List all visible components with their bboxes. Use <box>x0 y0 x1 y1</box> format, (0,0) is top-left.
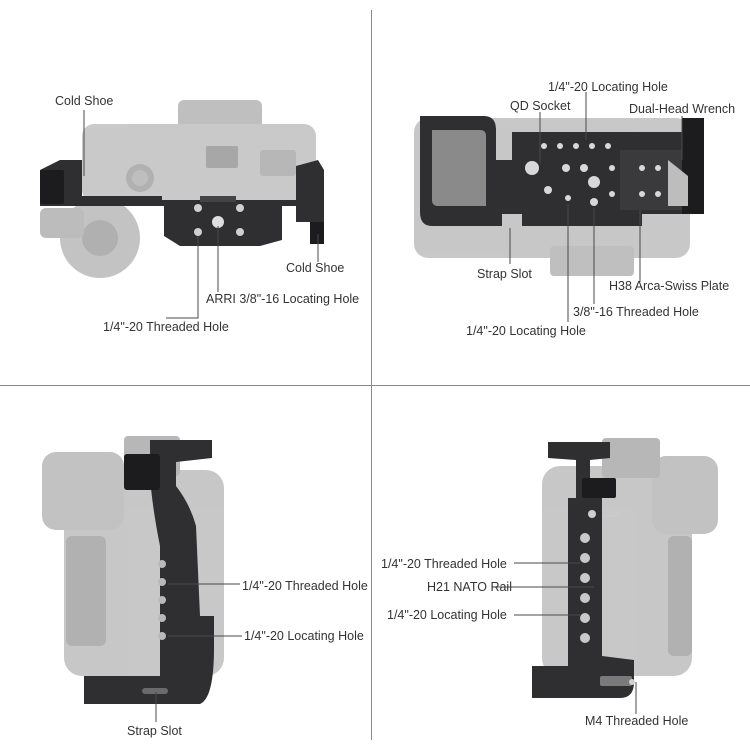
side-view-right-illustration: LOCK <box>492 438 718 714</box>
lock-engraving: LOCK <box>604 513 620 519</box>
label-cold-shoe-left: Cold Shoe <box>55 94 114 108</box>
label-bl-threaded-hole: 1/4"-20 Threaded Hole <box>242 579 368 593</box>
label-br-threaded-hole: 1/4"-20 Threaded Hole <box>381 557 507 571</box>
label-locating-hole-top: 1/4"-20 Locating Hole <box>548 80 668 94</box>
cage-handle <box>84 440 214 704</box>
cage-baseplate <box>420 116 704 226</box>
horizontal-divider <box>0 385 750 386</box>
camera-body-top <box>40 100 316 278</box>
label-strap-slot: Strap Slot <box>477 267 532 281</box>
label-arri-locating-hole: ARRI 3/8"-16 Locating Hole <box>206 292 360 306</box>
top-view-illustration <box>40 100 324 319</box>
label-threaded-hole: 1/4"-20 Threaded Hole <box>103 320 229 334</box>
vertical-divider <box>371 10 372 740</box>
label-qd-socket: QD Socket <box>510 99 571 113</box>
cage-top <box>40 160 324 246</box>
label-br-nato-rail: H21 NATO Rail <box>427 580 512 594</box>
top-left-panel: Cold Shoe Cold Shoe ARRI 3/8"-16 Locatin… <box>0 0 371 385</box>
side-view-left-illustration <box>42 436 242 722</box>
cage-right-side: LOCK <box>532 442 635 698</box>
bottom-right-panel: LOCK 1/4"-20 Threaded Hole H21 NATO Rail… <box>372 386 750 750</box>
label-locating-hole-bottom: 1/4"-20 Locating Hole <box>466 324 586 338</box>
bottom-left-panel: 1/4"-20 Threaded Hole 1/4"-20 Locating H… <box>0 386 371 750</box>
label-threaded-38: 3/8"-16 Threaded Hole <box>573 305 699 319</box>
label-bl-strap-slot: Strap Slot <box>127 724 182 738</box>
label-bl-locating-hole: 1/4"-20 Locating Hole <box>244 629 364 643</box>
bottom-view-illustration <box>414 92 704 322</box>
label-cold-shoe-right: Cold Shoe <box>286 261 345 275</box>
top-right-panel: 1/4"-20 Locating Hole QD Socket Dual-Hea… <box>372 0 750 385</box>
label-br-locating-hole: 1/4"-20 Locating Hole <box>387 608 507 622</box>
label-br-m4-hole: M4 Threaded Hole <box>585 714 689 728</box>
label-dual-head-wrench: Dual-Head Wrench <box>629 102 736 116</box>
label-arca-plate: H38 Arca-Swiss Plate <box>609 279 730 293</box>
